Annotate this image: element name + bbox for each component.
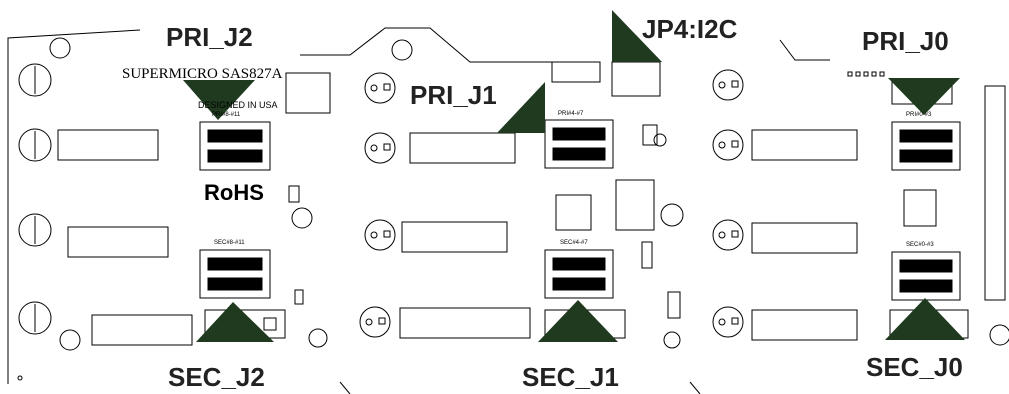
board-bottom-edge (339, 381, 351, 394)
design-note: DESIGNED IN USA (198, 100, 278, 110)
board-outline (7, 29, 141, 384)
callout-pri-j2: PRI_J2 (166, 22, 253, 52)
arrow-pri-j0 (888, 78, 960, 115)
rohs-mark: RoHS (204, 180, 264, 205)
callout-jp4-i2c: JP4:I2C (642, 14, 738, 44)
sec-j1-ref: SEC#4-#7 (560, 240, 588, 246)
sec-j1-connector (544, 249, 626, 339)
led-row (847, 71, 885, 77)
callout-arrows (183, 10, 965, 342)
callout-pri-j1: PRI_J1 (410, 80, 497, 110)
callout-sec-j2: SEC_J2 (168, 362, 265, 392)
board-top-edge-right (779, 39, 830, 61)
board-top-edge (300, 27, 600, 63)
left-column-components (17, 37, 193, 381)
callout-sec-j0: SEC_J0 (866, 352, 963, 382)
pri-j2-ref: PRI#8-#11 (212, 112, 241, 118)
pri-j2-connector (199, 72, 331, 171)
sec-j2-ref: SEC#8-#11 (214, 240, 245, 246)
arrow-pri-j2 (183, 80, 255, 120)
board-bottom-edge-2 (689, 381, 701, 394)
pri-j1-connector (544, 119, 614, 169)
brand-logo: SUPERMICRO SAS827A (122, 66, 283, 82)
sec-j2-connector (199, 249, 286, 339)
callout-pri-j0: PRI_J0 (862, 26, 949, 56)
jp4-i2c-header (551, 61, 661, 97)
pri-j1-ref: PRI#4-#7 (558, 111, 584, 117)
arrow-sec-j1 (538, 300, 618, 342)
arrow-jp4-i2c (612, 10, 662, 62)
right-column-components (712, 69, 1009, 346)
ic-chip-2 (667, 291, 681, 319)
pri-j0-connector (891, 79, 961, 171)
callout-sec-j1: SEC_J1 (522, 362, 619, 392)
middle-column-components (359, 39, 531, 339)
sec-j0-ref: SEC#0-#3 (906, 242, 934, 248)
arrow-pri-j1 (497, 82, 545, 133)
sec-j0-connector (889, 251, 969, 339)
arrow-sec-j2 (196, 302, 274, 342)
pri-j0-ref: PRI#0-#3 (906, 112, 932, 118)
ic-chip-1 (641, 241, 653, 269)
arrow-sec-j0 (885, 298, 965, 340)
